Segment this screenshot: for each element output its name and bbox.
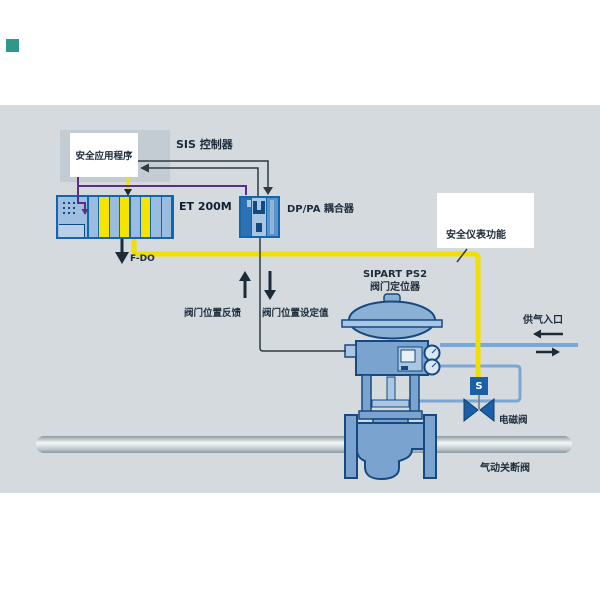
safety-application-box: 安全应用程序 (70, 133, 138, 177)
coupler-left-module (241, 198, 251, 236)
sif-label: 安全仪表功能 (446, 230, 506, 241)
dppa-coupler-box (239, 196, 280, 238)
valve-bonnet (358, 410, 423, 420)
et200m-rack (56, 195, 174, 239)
f-module (120, 197, 130, 237)
fdo-down-arrow-icon (115, 252, 129, 264)
io-module (161, 197, 171, 237)
solenoid-s-label: S (475, 380, 483, 392)
control-valve-assembly (341, 293, 443, 481)
io-module (130, 197, 140, 237)
left-arrow-icon (140, 163, 149, 173)
solenoid-circuit-line (418, 364, 522, 403)
solenoid-valve-label: 电磁阀 (499, 415, 528, 426)
pneumatic-shutoff-label: 气动关断阀 (480, 463, 530, 474)
safety-signal-line (131, 239, 481, 377)
dppa-coupler-label: DP/PA 耦合器 (287, 204, 354, 215)
io-module (151, 197, 161, 237)
up-arrow-icon (239, 271, 251, 281)
sipart-ps2-label: SIPART PS2 阀门定位器 (358, 268, 432, 294)
gauge-needle (431, 348, 437, 354)
coupler-right-module (267, 198, 278, 236)
pneumatic-circuit (418, 343, 578, 403)
positioner-button (401, 366, 408, 370)
coupler-notch (247, 200, 251, 207)
positioner-display (400, 349, 416, 363)
solenoid-valve-symbol (463, 397, 495, 423)
io-module (89, 197, 99, 237)
solenoid-left-triangle (463, 397, 479, 423)
right-arrow-icon (552, 347, 560, 357)
ps-sub-panel (59, 224, 85, 237)
valve-setpoint-label: 阀门位置设定值 (262, 308, 329, 319)
fdo-label: F-DO (130, 254, 155, 264)
sif-pointer-line (456, 248, 468, 263)
sis-coupler-lines (138, 160, 480, 409)
solenoid-s-box: S (470, 377, 488, 395)
coupler-detail (261, 201, 265, 214)
io-module (109, 197, 119, 237)
down-arrow-icon (124, 189, 132, 196)
pa-bus-line (259, 238, 346, 352)
valve-right-flange (423, 414, 437, 479)
left-arrow-icon (533, 329, 541, 339)
yoke-left-bar (361, 374, 372, 414)
down-arrow-icon (264, 290, 276, 300)
corner-teal-mark (6, 39, 19, 52)
coupler-detail (256, 210, 262, 214)
positioner-left-port (344, 344, 357, 358)
down-arrow-icon (263, 187, 273, 195)
safety-application-label: 安全应用程序 (75, 151, 133, 162)
sipart-line2: 阀门定位器 (370, 282, 420, 293)
gauge-needle (431, 362, 437, 368)
sis-controller-label: SIS 控制器 (176, 138, 233, 151)
solenoid-right-triangle (479, 397, 495, 423)
sis-to-coupler-line (138, 160, 269, 187)
terminal-dots (63, 202, 65, 204)
valve-feedback-label: 阀门位置反馈 (184, 308, 242, 319)
actuator-flange-plate (341, 319, 443, 328)
air-inlet-label: 供气入口 (523, 315, 563, 326)
coupler-detail (253, 201, 257, 214)
coupler-stripe (270, 200, 274, 234)
dp-line-right (78, 185, 247, 195)
valve-left-flange (344, 414, 358, 479)
profibus-dp-line (77, 177, 247, 210)
coupler-middle-module (252, 198, 266, 236)
yoke-right-bar (409, 374, 420, 414)
valve-body (356, 422, 425, 481)
coupler-detail (256, 223, 262, 232)
f-module (99, 197, 109, 237)
dp-line-left (77, 177, 86, 210)
process-pipe (36, 436, 572, 453)
coupler-to-sis-line (149, 167, 259, 196)
down-arrow-icon (81, 209, 89, 215)
stem-plate (371, 399, 410, 408)
valve-stem (386, 376, 396, 404)
safety-instrumented-function-box: 安全仪表功能 (437, 193, 534, 248)
et200m-label: ET 200M (179, 200, 232, 213)
sipart-line1: SIPART PS2 (362, 269, 428, 280)
f-module (141, 197, 151, 237)
